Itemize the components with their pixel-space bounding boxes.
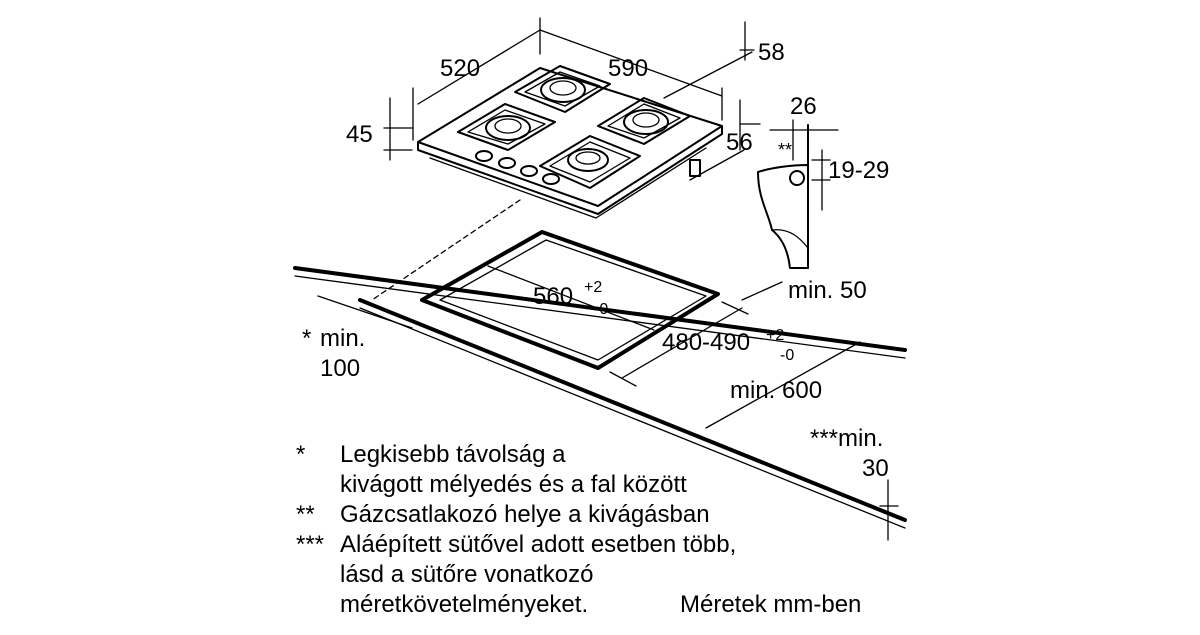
footnotes: * Legkisebb távolság a kivágott mélyedés… [296,441,861,618]
dim-min-front-label: min. [320,325,365,352]
note-3-line-2: lásd a sütőre vonatkozó [340,561,594,588]
note-3-line-3: méretkövetelményeket. [340,591,588,618]
dim-cutout-depth-tol-plus: +2 [766,327,784,344]
gas-connector [689,159,701,177]
dim-hob-height: 45 [346,121,373,148]
dim-min-back: min. 50 [788,277,867,304]
dim-hob-depth: 520 [440,55,480,82]
dim-cutout-width: 560 [533,283,573,310]
dim-min-oven-value: 30 [862,455,889,482]
dim-min-worktop: min. 600 [730,377,822,404]
note-1-line-1: Legkisebb távolság a [340,441,566,468]
dim-min-oven-label: ***min. [810,425,883,452]
dim-cutout-width-tol-minus: -0 [594,301,608,318]
dim-min-front-prefix: * [302,325,311,352]
cutout-dimension-lines [317,265,899,541]
note-1-line-2: kivágott mélyedés és a fal között [340,471,687,498]
side-profile-drawing [757,119,839,269]
dim-right-depth: 58 [758,39,785,66]
hob-dimension-lines [383,17,761,181]
dim-side-range: 19-29 [828,157,889,184]
pan-support-right [597,97,691,145]
note-2-marker: ** [296,501,315,528]
units-note: Méretek mm-ben [680,591,861,618]
gas-inlet-circle [789,170,805,186]
note-3-marker: *** [296,531,324,558]
dim-hob-width: 590 [608,55,648,82]
dim-cutout-width-tol-plus: +2 [584,279,602,296]
note-1-marker: * [296,441,305,468]
dim-gas-offset: 56 [726,129,753,156]
hob-plate-edge [417,125,723,215]
dim-cutout-depth-tol-minus: -0 [780,347,794,364]
cutout-outline [420,230,720,370]
note-2-line-1: Gázcsatlakozó helye a kivágásban [340,501,710,528]
dim-cutout-depth: 480-490 [662,329,750,356]
pan-support-left [457,103,556,151]
dim-min-front-value: 100 [320,355,360,382]
hob-body-edge [429,147,707,219]
control-knobs [475,150,560,185]
dim-side-marker: ** [778,140,792,160]
hob-drawing [417,65,723,219]
pan-support-back [514,65,611,113]
note-3-line-1: Aláépített sütővel adott esetben több, [340,531,736,558]
dimension-labels: 520 590 45 58 56 26 ** 19-29 560 +2 -0 4… [302,39,889,482]
pan-support-front [539,135,641,189]
dim-side-26: 26 [790,93,817,120]
hob-top-plate [417,67,723,207]
